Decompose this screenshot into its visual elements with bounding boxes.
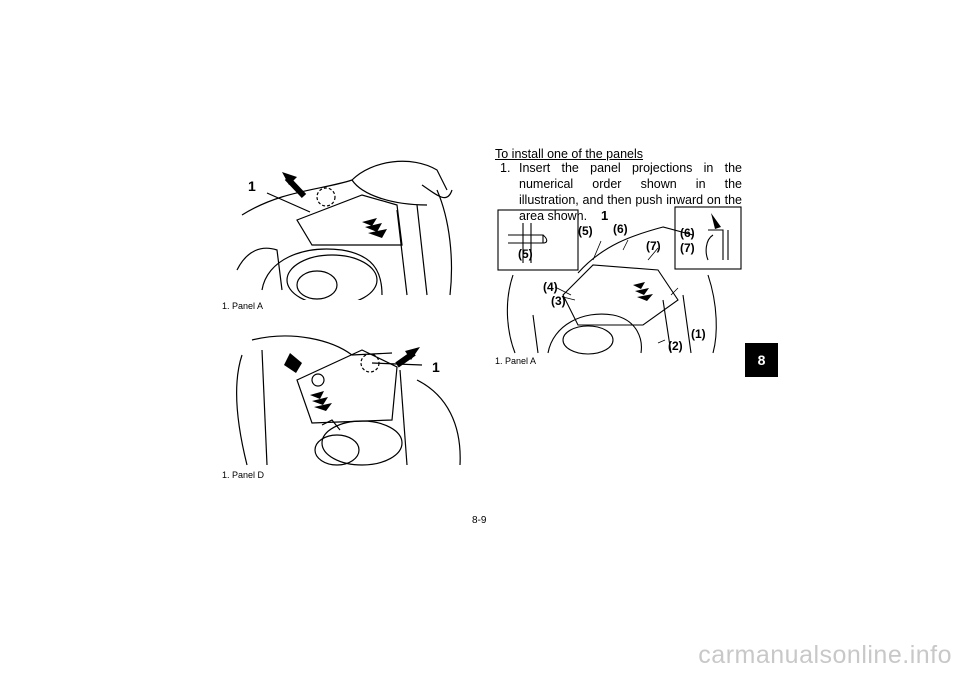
panel-a-install-illustration: 1 (1) (2) (3) (4) (5) (5) (6) (6) (7) (7… — [497, 206, 742, 355]
step-text: Insert the panel projections in the nume… — [519, 161, 742, 223]
figure-panel-a-install: 1 (1) (2) (3) (4) (5) (5) (6) (6) (7) (7… — [493, 205, 743, 355]
watermark: carmanualsonline.info — [698, 641, 952, 669]
figure-1-caption: 1. Panel A — [222, 301, 264, 311]
figure-panel-a-removal: 1 — [222, 150, 464, 300]
panel-a-callout: 1 — [601, 208, 608, 223]
projection-label-7: (7) — [646, 239, 661, 253]
figure-2-caption: 1. Panel D — [222, 470, 265, 480]
panel-a-callout: 1 — [248, 178, 256, 194]
step-1: 1. Insert the panel projections in the n… — [500, 160, 742, 224]
section-heading: To install one of the panels — [495, 147, 644, 161]
projection-label-5: (5) — [578, 224, 593, 238]
projection-label-6-inset: (6) — [680, 226, 695, 240]
projection-label-7-inset: (7) — [680, 241, 695, 255]
step-number: 1. — [500, 161, 511, 175]
panel-d-removal-illustration: 1 — [235, 335, 461, 466]
projection-label-3: (3) — [551, 294, 566, 308]
projection-label-1: (1) — [691, 327, 706, 341]
figure-3-caption: 1. Panel A — [495, 356, 537, 366]
projection-label-6: (6) — [613, 222, 628, 236]
panel-d-callout: 1 — [432, 359, 440, 375]
projection-label-2: (2) — [668, 339, 683, 353]
projection-label-4: (4) — [543, 280, 558, 294]
projection-label-5-inset: (5) — [518, 247, 533, 261]
chapter-tab: 8 — [745, 343, 778, 377]
panel-a-removal-illustration: 1 — [236, 160, 453, 300]
page-number: 8-9 — [472, 515, 487, 526]
figure-panel-d-removal: 1 — [222, 325, 464, 467]
